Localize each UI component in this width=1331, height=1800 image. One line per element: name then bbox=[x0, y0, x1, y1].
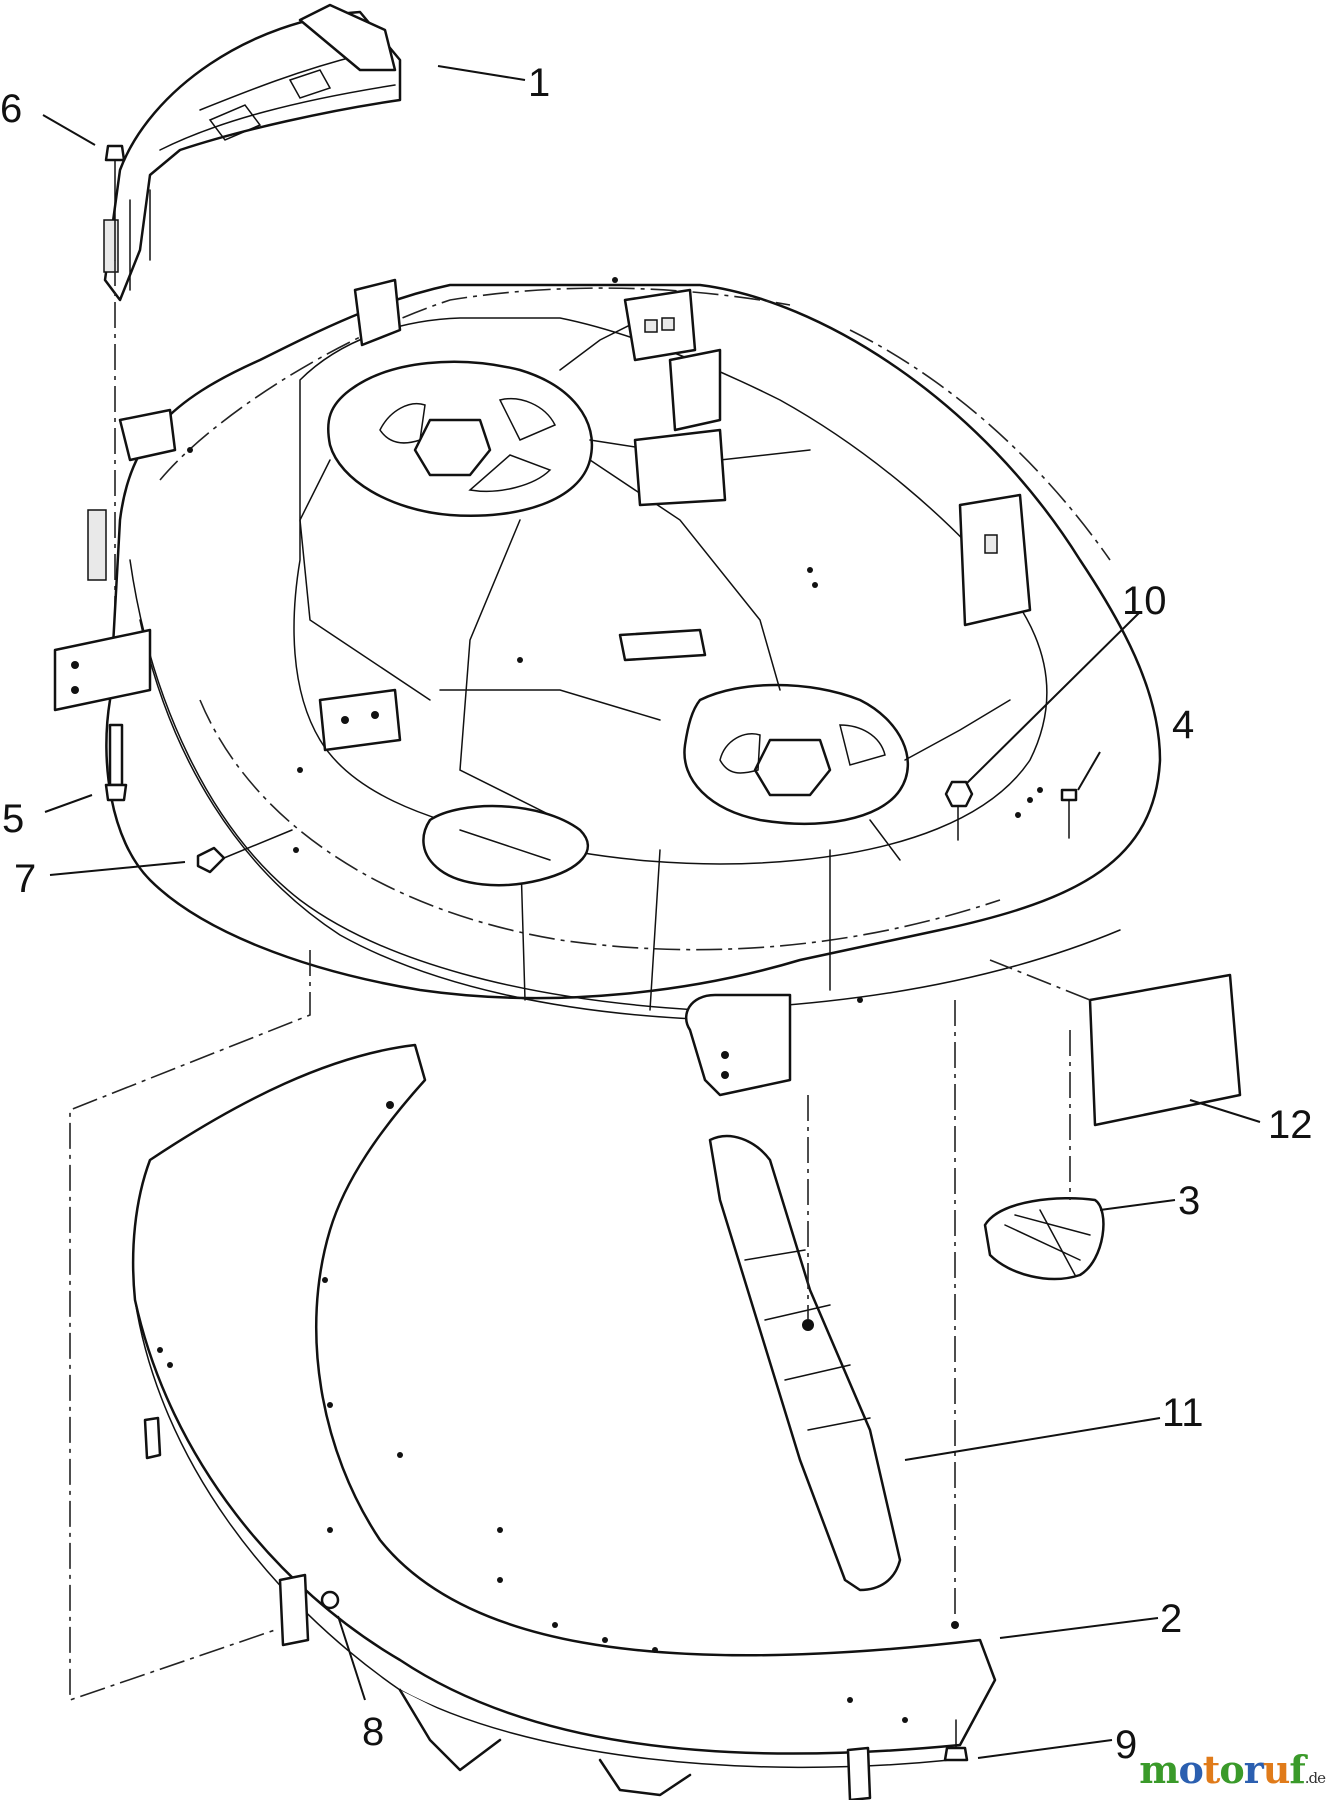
callout-1: 1 bbox=[528, 61, 550, 105]
callout-9: 9 bbox=[1115, 1723, 1137, 1767]
wm-letter-u: u bbox=[1262, 1747, 1291, 1792]
callout-11: 11 bbox=[1162, 1391, 1204, 1435]
callout-labels: 1 2 3 4 5 6 7 8 9 10 11 12 bbox=[0, 61, 1313, 1767]
callout-7: 7 bbox=[14, 857, 36, 901]
wm-letter-f: f bbox=[1289, 1747, 1305, 1792]
wm-letter-r: r bbox=[1243, 1747, 1264, 1792]
callout-4: 4 bbox=[1172, 703, 1194, 747]
part-2-lower-shield bbox=[69, 950, 997, 1800]
callout-10: 10 bbox=[1122, 579, 1167, 623]
leader-lines bbox=[42, 65, 1261, 1759]
part-6-bolt bbox=[104, 144, 126, 261]
motoruf-watermark-logo: motoruf.de bbox=[1139, 1747, 1326, 1792]
callout-5: 5 bbox=[2, 797, 24, 841]
callout-8: 8 bbox=[362, 1710, 384, 1754]
wm-letter-o2: o bbox=[1219, 1747, 1244, 1792]
part-3-baffle bbox=[983, 1030, 1105, 1281]
mower-deck-housing bbox=[53, 277, 1162, 1097]
part-10-nut bbox=[944, 780, 974, 841]
wm-letter-m: m bbox=[1139, 1747, 1179, 1792]
callout-2: 2 bbox=[1160, 1597, 1182, 1641]
wm-letter-o1: o bbox=[1178, 1747, 1203, 1792]
callout-12: 12 bbox=[1268, 1103, 1313, 1147]
callout-6: 6 bbox=[0, 87, 22, 131]
part-11-blade bbox=[708, 1095, 902, 1592]
callout-3: 3 bbox=[1178, 1179, 1200, 1223]
wm-letter-t: t bbox=[1202, 1747, 1221, 1792]
part-4-screw bbox=[1060, 788, 1078, 839]
wm-domain-suffix: .de bbox=[1304, 1769, 1326, 1787]
part-5-bolt bbox=[104, 723, 128, 802]
part-1-discharge-deflector bbox=[103, 3, 402, 302]
part-12-decal bbox=[989, 959, 1242, 1127]
part-9-bolt bbox=[943, 1719, 969, 1762]
part-7-shoulder-bolt bbox=[196, 829, 299, 874]
